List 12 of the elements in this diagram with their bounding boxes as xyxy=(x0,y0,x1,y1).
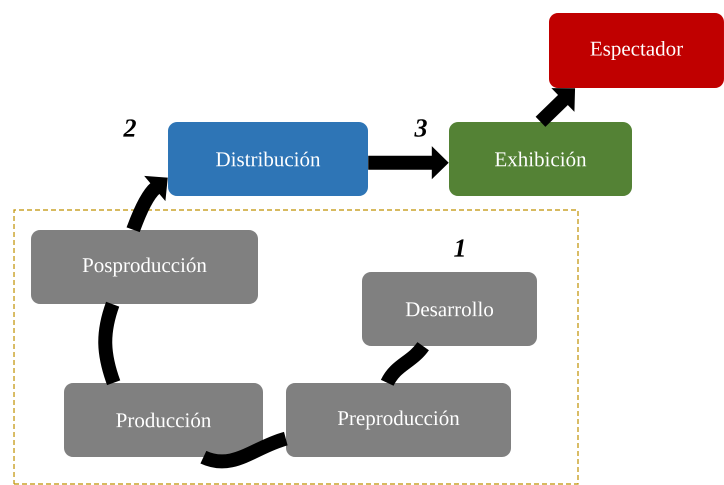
stage-box: Desarrollo xyxy=(362,272,537,346)
dashed-frame xyxy=(13,209,579,485)
process-box: Distribución xyxy=(168,122,368,196)
process-box: Exhibición xyxy=(449,122,632,196)
step-number: 3 xyxy=(414,119,427,137)
stage-box: Producción xyxy=(64,382,263,457)
stage-box: Posproducción xyxy=(31,230,258,304)
arrow xyxy=(126,176,168,232)
process-box: Espectador xyxy=(549,13,724,88)
step-number: 1 xyxy=(454,239,464,257)
stage-box: Preproducción xyxy=(286,382,511,457)
step-number: 2 xyxy=(123,119,136,137)
